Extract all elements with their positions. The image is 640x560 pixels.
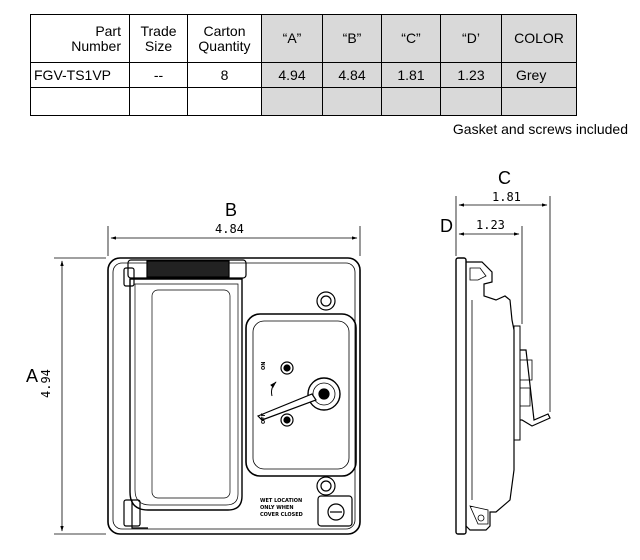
cell-empty <box>501 87 577 116</box>
dimension-b <box>107 226 361 256</box>
flip-lid <box>129 278 243 511</box>
dimension-c-value: 1.81 <box>492 190 521 204</box>
dimension-d-value: 1.23 <box>476 218 505 232</box>
dimension-a-value: 4.94 <box>39 369 53 398</box>
side-view <box>455 257 551 535</box>
side-plate <box>455 257 467 535</box>
header-b: “B” <box>322 14 382 63</box>
dimension-a <box>54 257 106 535</box>
hinge-bar <box>127 259 247 279</box>
cell-d: 1.23 <box>440 62 502 88</box>
dimension-c <box>455 196 551 412</box>
cell-empty <box>187 87 262 116</box>
svg-text:COVER CLOSED: COVER CLOSED <box>260 512 303 518</box>
on-label: ON <box>261 362 267 370</box>
cover-outline <box>107 257 361 535</box>
side-body <box>465 261 515 531</box>
dimension-c-letter: C <box>498 168 511 188</box>
cell-empty <box>440 87 502 116</box>
dimension-b-value: 4.84 <box>215 222 244 236</box>
mounting-hole-top <box>316 291 336 311</box>
front-view <box>107 257 361 535</box>
ground-screw <box>317 495 353 527</box>
cell-empty <box>381 87 441 116</box>
toggle-switch <box>256 377 341 421</box>
svg-text:ONLY WHEN: ONLY WHEN <box>260 505 294 511</box>
side-toggle <box>520 349 551 427</box>
cell-b: 4.84 <box>322 62 382 88</box>
gasket-note: Gasket and screws included <box>452 121 628 137</box>
cell-a: 4.94 <box>261 62 323 88</box>
dimension-d-letter: D <box>440 216 453 236</box>
switch-window <box>245 313 357 477</box>
cell-empty <box>322 87 382 116</box>
cell-empty <box>261 87 323 116</box>
cell-part-number: FGV-TS1VP <box>30 62 130 88</box>
cell-c: 1.81 <box>381 62 441 88</box>
header-color: COLOR <box>501 14 577 63</box>
dimension-a-letter: A <box>26 366 38 386</box>
warning-label: WET LOCATION ONLY WHEN COVER CLOSED <box>260 498 303 518</box>
svg-text:WET LOCATION: WET LOCATION <box>260 498 302 504</box>
dimension-b-letter: B <box>225 200 237 220</box>
off-label: OFF <box>261 413 267 424</box>
header-a: “A” <box>261 14 323 63</box>
header-d: “D’ <box>440 14 502 63</box>
cell-carton-quantity: 8 <box>187 62 262 88</box>
cell-empty <box>129 87 188 116</box>
table-row-empty <box>30 87 577 116</box>
dimension-d <box>458 226 523 324</box>
cell-empty <box>30 87 130 116</box>
mounting-hole-bottom <box>316 476 336 496</box>
